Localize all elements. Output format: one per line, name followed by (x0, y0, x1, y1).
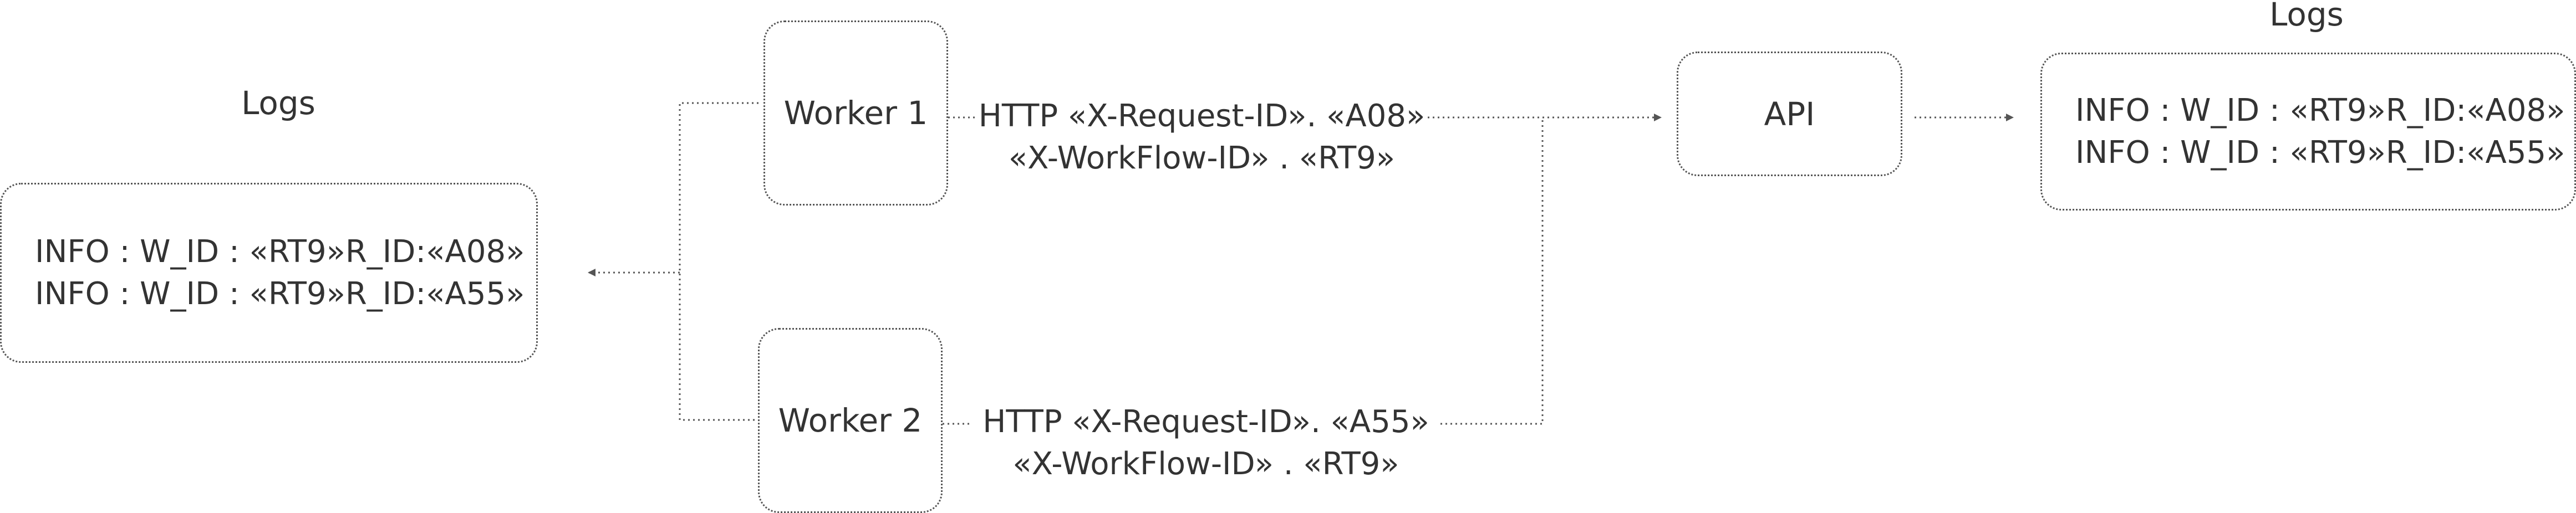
api-node[interactable]: API (1677, 52, 1902, 176)
request2-label: HTTP «X-Request-ID». «A55» «X-WorkFlow-I… (971, 401, 1440, 485)
connector-worker1-to-logs (679, 102, 758, 421)
api-label: API (1764, 95, 1815, 133)
logs-left-line-1: INFO : W_ID : «RT9»R_ID:«A08» (35, 233, 525, 270)
worker2-label: Worker 2 (778, 402, 923, 439)
logs-right-title: Logs (2269, 0, 2344, 33)
logs-right-box: INFO : W_ID : «RT9»R_ID:«A08» INFO : W_I… (2040, 53, 2576, 211)
logs-left-box: INFO : W_ID : «RT9»R_ID:«A08» INFO : W_I… (0, 183, 538, 363)
request2-line-2: «X-WorkFlow-ID» . «RT9» (1012, 446, 1399, 482)
logs-right-line-1: INFO : W_ID : «RT9»R_ID:«A08» (2075, 92, 2565, 129)
request1-line-2: «X-WorkFlow-ID» . «RT9» (1008, 140, 1396, 176)
logs-left-title: Logs (241, 84, 315, 122)
worker1-node[interactable]: Worker 1 (763, 20, 948, 206)
logs-right-line-2: INFO : W_ID : «RT9»R_ID:«A55» (2075, 134, 2565, 171)
worker1-label: Worker 1 (783, 94, 928, 132)
logs-left-line-2: INFO : W_ID : «RT9»R_ID:«A55» (35, 275, 525, 312)
worker2-node[interactable]: Worker 2 (758, 328, 943, 513)
request2-line-1: HTTP «X-Request-ID». «A55» (982, 404, 1429, 440)
connector-request2-to-junction (1440, 117, 1544, 425)
request1-line-1: HTTP «X-Request-ID». «A08» (978, 98, 1426, 134)
request1-label: HTTP «X-Request-ID». «A08» «X-WorkFlow-I… (976, 95, 1428, 179)
